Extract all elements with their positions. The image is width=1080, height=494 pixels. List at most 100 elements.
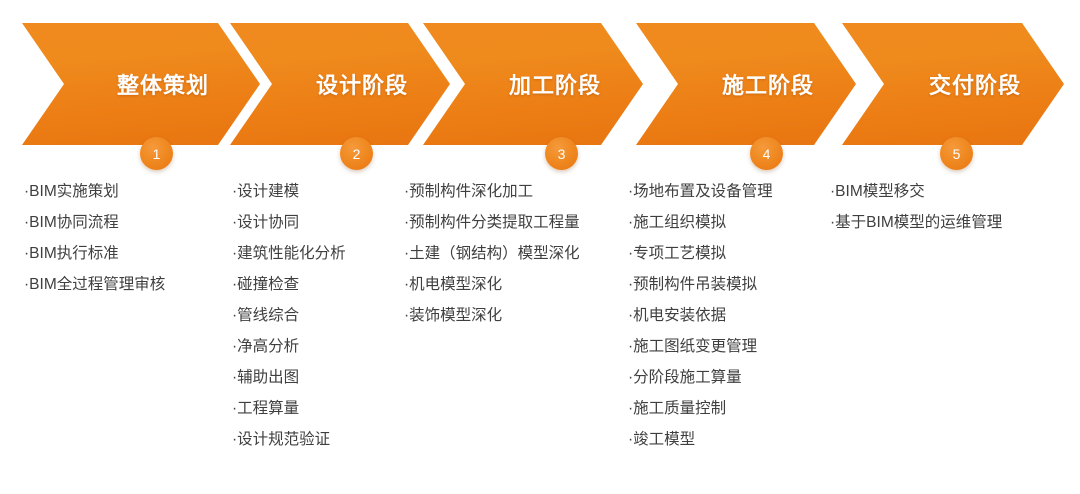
bullet-icon: · bbox=[404, 307, 410, 324]
bullet-icon: · bbox=[232, 183, 238, 200]
stage-arrow-title-2: 设计阶段 bbox=[315, 73, 408, 98]
list-item-label: 预制构件分类提取工程量 bbox=[409, 214, 580, 231]
bullet-icon: · bbox=[404, 276, 410, 293]
list-item-label: 辅助出图 bbox=[237, 369, 300, 386]
bullet-icon: · bbox=[232, 338, 238, 355]
stage-item-list-5: ·BIM模型移交·基于BIM模型的运维管理 bbox=[830, 176, 1012, 238]
bullet-icon: · bbox=[404, 214, 410, 231]
stage-arrow-5[interactable]: 交付阶段 bbox=[842, 23, 1064, 145]
stage-arrow-title-3: 加工阶段 bbox=[508, 73, 601, 98]
list-item: ·BIM实施策划 bbox=[24, 176, 224, 207]
list-item-label: 设计规范验证 bbox=[237, 431, 331, 448]
bullet-icon: · bbox=[232, 431, 238, 448]
stage-detail-columns: ·BIM实施策划·BIM协同流程·BIM执行标准·BIM全过程管理审核·设计建模… bbox=[0, 176, 1080, 494]
stage-number-badge-2[interactable]: 2 bbox=[340, 137, 373, 170]
list-item-label: 工程算量 bbox=[237, 400, 300, 417]
list-item-label: 设计协同 bbox=[237, 214, 300, 231]
list-item-label: 分阶段施工算量 bbox=[633, 369, 742, 386]
list-item: ·专项工艺模拟 bbox=[628, 238, 828, 269]
list-item: ·设计规范验证 bbox=[232, 424, 417, 455]
list-item-label: 土建（钢结构）模型深化 bbox=[409, 245, 580, 262]
list-item: ·预制构件深化加工 bbox=[404, 176, 634, 207]
list-item-label: 机电安装依据 bbox=[633, 307, 727, 324]
list-item: ·辅助出图 bbox=[232, 362, 417, 393]
list-item-label: 竣工模型 bbox=[633, 431, 696, 448]
list-item: ·设计建模 bbox=[232, 176, 417, 207]
list-item: ·土建（钢结构）模型深化 bbox=[404, 238, 634, 269]
bullet-icon: · bbox=[628, 369, 634, 386]
list-item-label: BIM协同流程 bbox=[29, 214, 119, 231]
stage-arrow-4[interactable]: 施工阶段 bbox=[636, 23, 856, 145]
list-item-label: 预制构件深化加工 bbox=[409, 183, 534, 200]
stage-arrow-1[interactable]: 整体策划 bbox=[22, 23, 260, 145]
list-item: · 设计协同 bbox=[232, 207, 417, 238]
list-item-label: 净高分析 bbox=[237, 338, 300, 355]
list-item: ·碰撞检查 bbox=[232, 269, 417, 300]
bullet-icon: · bbox=[232, 276, 238, 293]
list-item-label: 设计建模 bbox=[237, 183, 300, 200]
bullet-icon: · bbox=[830, 214, 836, 231]
list-item: ·BIM模型移交 bbox=[830, 176, 1012, 207]
bullet-icon: · bbox=[404, 245, 410, 262]
bullet-icon: · bbox=[628, 214, 634, 231]
bullet-icon: · bbox=[628, 307, 634, 324]
stage-item-list-1: ·BIM实施策划·BIM协同流程·BIM执行标准·BIM全过程管理审核 bbox=[24, 176, 224, 300]
list-item-label: 专项工艺模拟 bbox=[633, 245, 727, 262]
bullet-icon: · bbox=[628, 338, 634, 355]
list-item-label: BIM模型移交 bbox=[835, 183, 925, 200]
list-item: ·净高分析 bbox=[232, 331, 417, 362]
list-item: ·施工质量控制 bbox=[628, 393, 828, 424]
stage-number-badge-3[interactable]: 3 bbox=[545, 137, 578, 170]
stage-arrow-title-1: 整体策划 bbox=[116, 73, 209, 98]
stage-item-list-4: ·场地布置及设备管理·施工组织模拟·专项工艺模拟·预制构件吊装模拟·机电安装依据… bbox=[628, 176, 828, 455]
bullet-icon: · bbox=[24, 214, 30, 231]
stage-number-badge-4[interactable]: 4 bbox=[750, 137, 783, 170]
bullet-icon: · bbox=[232, 400, 238, 417]
list-item-label: 管线综合 bbox=[237, 307, 300, 324]
list-item: ·BIM协同流程 bbox=[24, 207, 224, 238]
list-item-label: 碰撞检查 bbox=[237, 276, 300, 293]
list-item-label: 施工图纸变更管理 bbox=[633, 338, 758, 355]
list-item: ·施工组织模拟 bbox=[628, 207, 828, 238]
stage-arrow-2[interactable]: 设计阶段 bbox=[230, 23, 450, 145]
list-item-label: 建筑性能化分析 bbox=[237, 245, 346, 262]
list-item: ·装饰模型深化 bbox=[404, 300, 634, 331]
stage-item-list-2: ·设计建模·设计协同·建筑性能化分析·碰撞检查·管线综合·净高分析·辅助出图·工… bbox=[232, 176, 417, 455]
bullet-icon: · bbox=[628, 276, 634, 293]
list-item: ·施工图纸变更管理 bbox=[628, 331, 828, 362]
bullet-icon: · bbox=[628, 431, 634, 448]
list-item: ·分阶段施工算量 bbox=[628, 362, 828, 393]
list-item: ·BIM执行标准 bbox=[24, 238, 224, 269]
list-item-label: 施工组织模拟 bbox=[633, 214, 727, 231]
list-item-label: BIM全过程管理审核 bbox=[29, 276, 166, 293]
bullet-icon: · bbox=[24, 276, 30, 293]
bullet-icon: · bbox=[232, 369, 238, 386]
list-item: ·BIM全过程管理审核 bbox=[24, 269, 224, 300]
stage-number-badge-1[interactable]: 1 bbox=[140, 137, 173, 170]
list-item-label: 场地布置及设备管理 bbox=[633, 183, 773, 200]
stage-arrow-3[interactable]: 加工阶段 bbox=[423, 23, 643, 145]
bullet-icon: · bbox=[628, 245, 634, 262]
list-item-label: BIM实施策划 bbox=[29, 183, 119, 200]
list-item-label: 基于BIM模型的运维管理 bbox=[835, 214, 1003, 231]
list-item-label: 装饰模型深化 bbox=[409, 307, 503, 324]
stage-item-list-3: ·预制构件深化加工·预制构件分类提取工程量·土建（钢结构）模型深化·机电模型深化… bbox=[404, 176, 634, 331]
bullet-icon: · bbox=[404, 183, 410, 200]
list-item: ·机电模型深化 bbox=[404, 269, 634, 300]
list-item: ·预制构件分类提取工程量 bbox=[404, 207, 634, 238]
list-item: ·基于BIM模型的运维管理 bbox=[830, 207, 1012, 238]
stage-arrow-title-5: 交付阶段 bbox=[928, 73, 1021, 98]
stage-number-badge-5[interactable]: 5 bbox=[940, 137, 973, 170]
list-item: ·竣工模型 bbox=[628, 424, 828, 455]
bullet-icon: · bbox=[628, 400, 634, 417]
list-item-label: 施工质量控制 bbox=[633, 400, 727, 417]
bullet-icon: · bbox=[24, 245, 30, 262]
list-item-label: 机电模型深化 bbox=[409, 276, 503, 293]
list-item: ·预制构件吊装模拟 bbox=[628, 269, 828, 300]
bullet-icon: · bbox=[24, 183, 30, 200]
list-item: ·场地布置及设备管理 bbox=[628, 176, 828, 207]
bullet-icon: · bbox=[232, 307, 238, 324]
bullet-icon: · bbox=[232, 245, 238, 262]
